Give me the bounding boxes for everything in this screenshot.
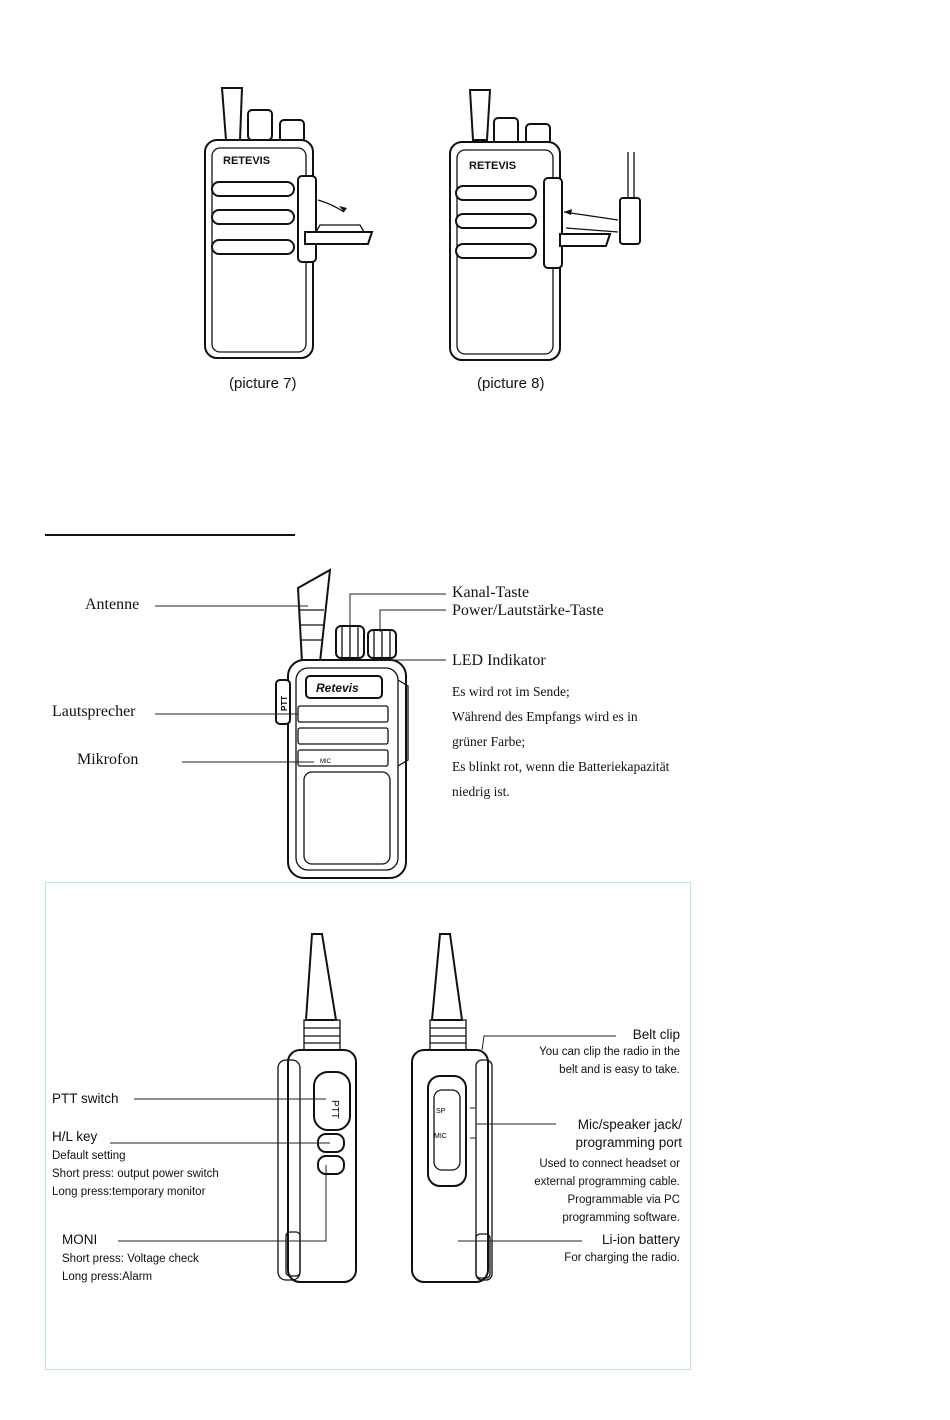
moni-description: Short press: Voltage check Long press:Al… xyxy=(62,1253,199,1283)
label-kanal-taste: Kanal-Taste xyxy=(452,584,530,601)
label-hl-key: H/L key xyxy=(52,1129,98,1144)
label-lautsprecher: Lautsprecher xyxy=(52,703,136,720)
label-power-taste: Power/Lautstärke-Taste xyxy=(452,602,604,619)
side-views-panel xyxy=(45,882,691,1370)
section-underline xyxy=(45,534,295,536)
label-led-indikator: LED Indikator xyxy=(452,652,546,669)
picture-7-caption: (picture 7) xyxy=(229,375,297,392)
label-moni: MONI xyxy=(62,1232,98,1247)
svg-text:MIC: MIC xyxy=(434,1133,447,1140)
svg-text:Retevis: Retevis xyxy=(316,681,359,695)
label-li-ion-battery: Li-ion battery xyxy=(601,1232,680,1247)
svg-text:PTT: PTT xyxy=(329,1100,340,1119)
picture-8-caption: (picture 8) xyxy=(477,375,545,392)
svg-text:SP: SP xyxy=(436,1108,446,1115)
led-description: Es wird rot im Sende; Während des Empfan… xyxy=(452,684,670,799)
label-belt-clip: Belt clip xyxy=(632,1027,680,1042)
hl-key-description: Default setting Short press: output powe… xyxy=(52,1150,219,1198)
battery-description: For charging the radio. xyxy=(564,1252,680,1264)
belt-clip-description: You can clip the radio in the belt and i… xyxy=(539,1046,680,1076)
svg-text:RETEVIS: RETEVIS xyxy=(469,160,516,172)
label-antenne: Antenne xyxy=(85,596,140,613)
label-ptt-switch: PTT switch xyxy=(52,1091,119,1106)
front-ptt-text: PTT xyxy=(280,696,289,711)
label-mic-speaker-jack: Mic/speaker jack/ programming port xyxy=(575,1117,682,1150)
front-mic-text: MIC xyxy=(320,759,332,765)
mic-jack-description: Used to connect headset or external prog… xyxy=(534,1158,680,1224)
svg-text:RETEVIS: RETEVIS xyxy=(223,155,270,167)
label-mikrofon: Mikrofon xyxy=(77,751,139,768)
